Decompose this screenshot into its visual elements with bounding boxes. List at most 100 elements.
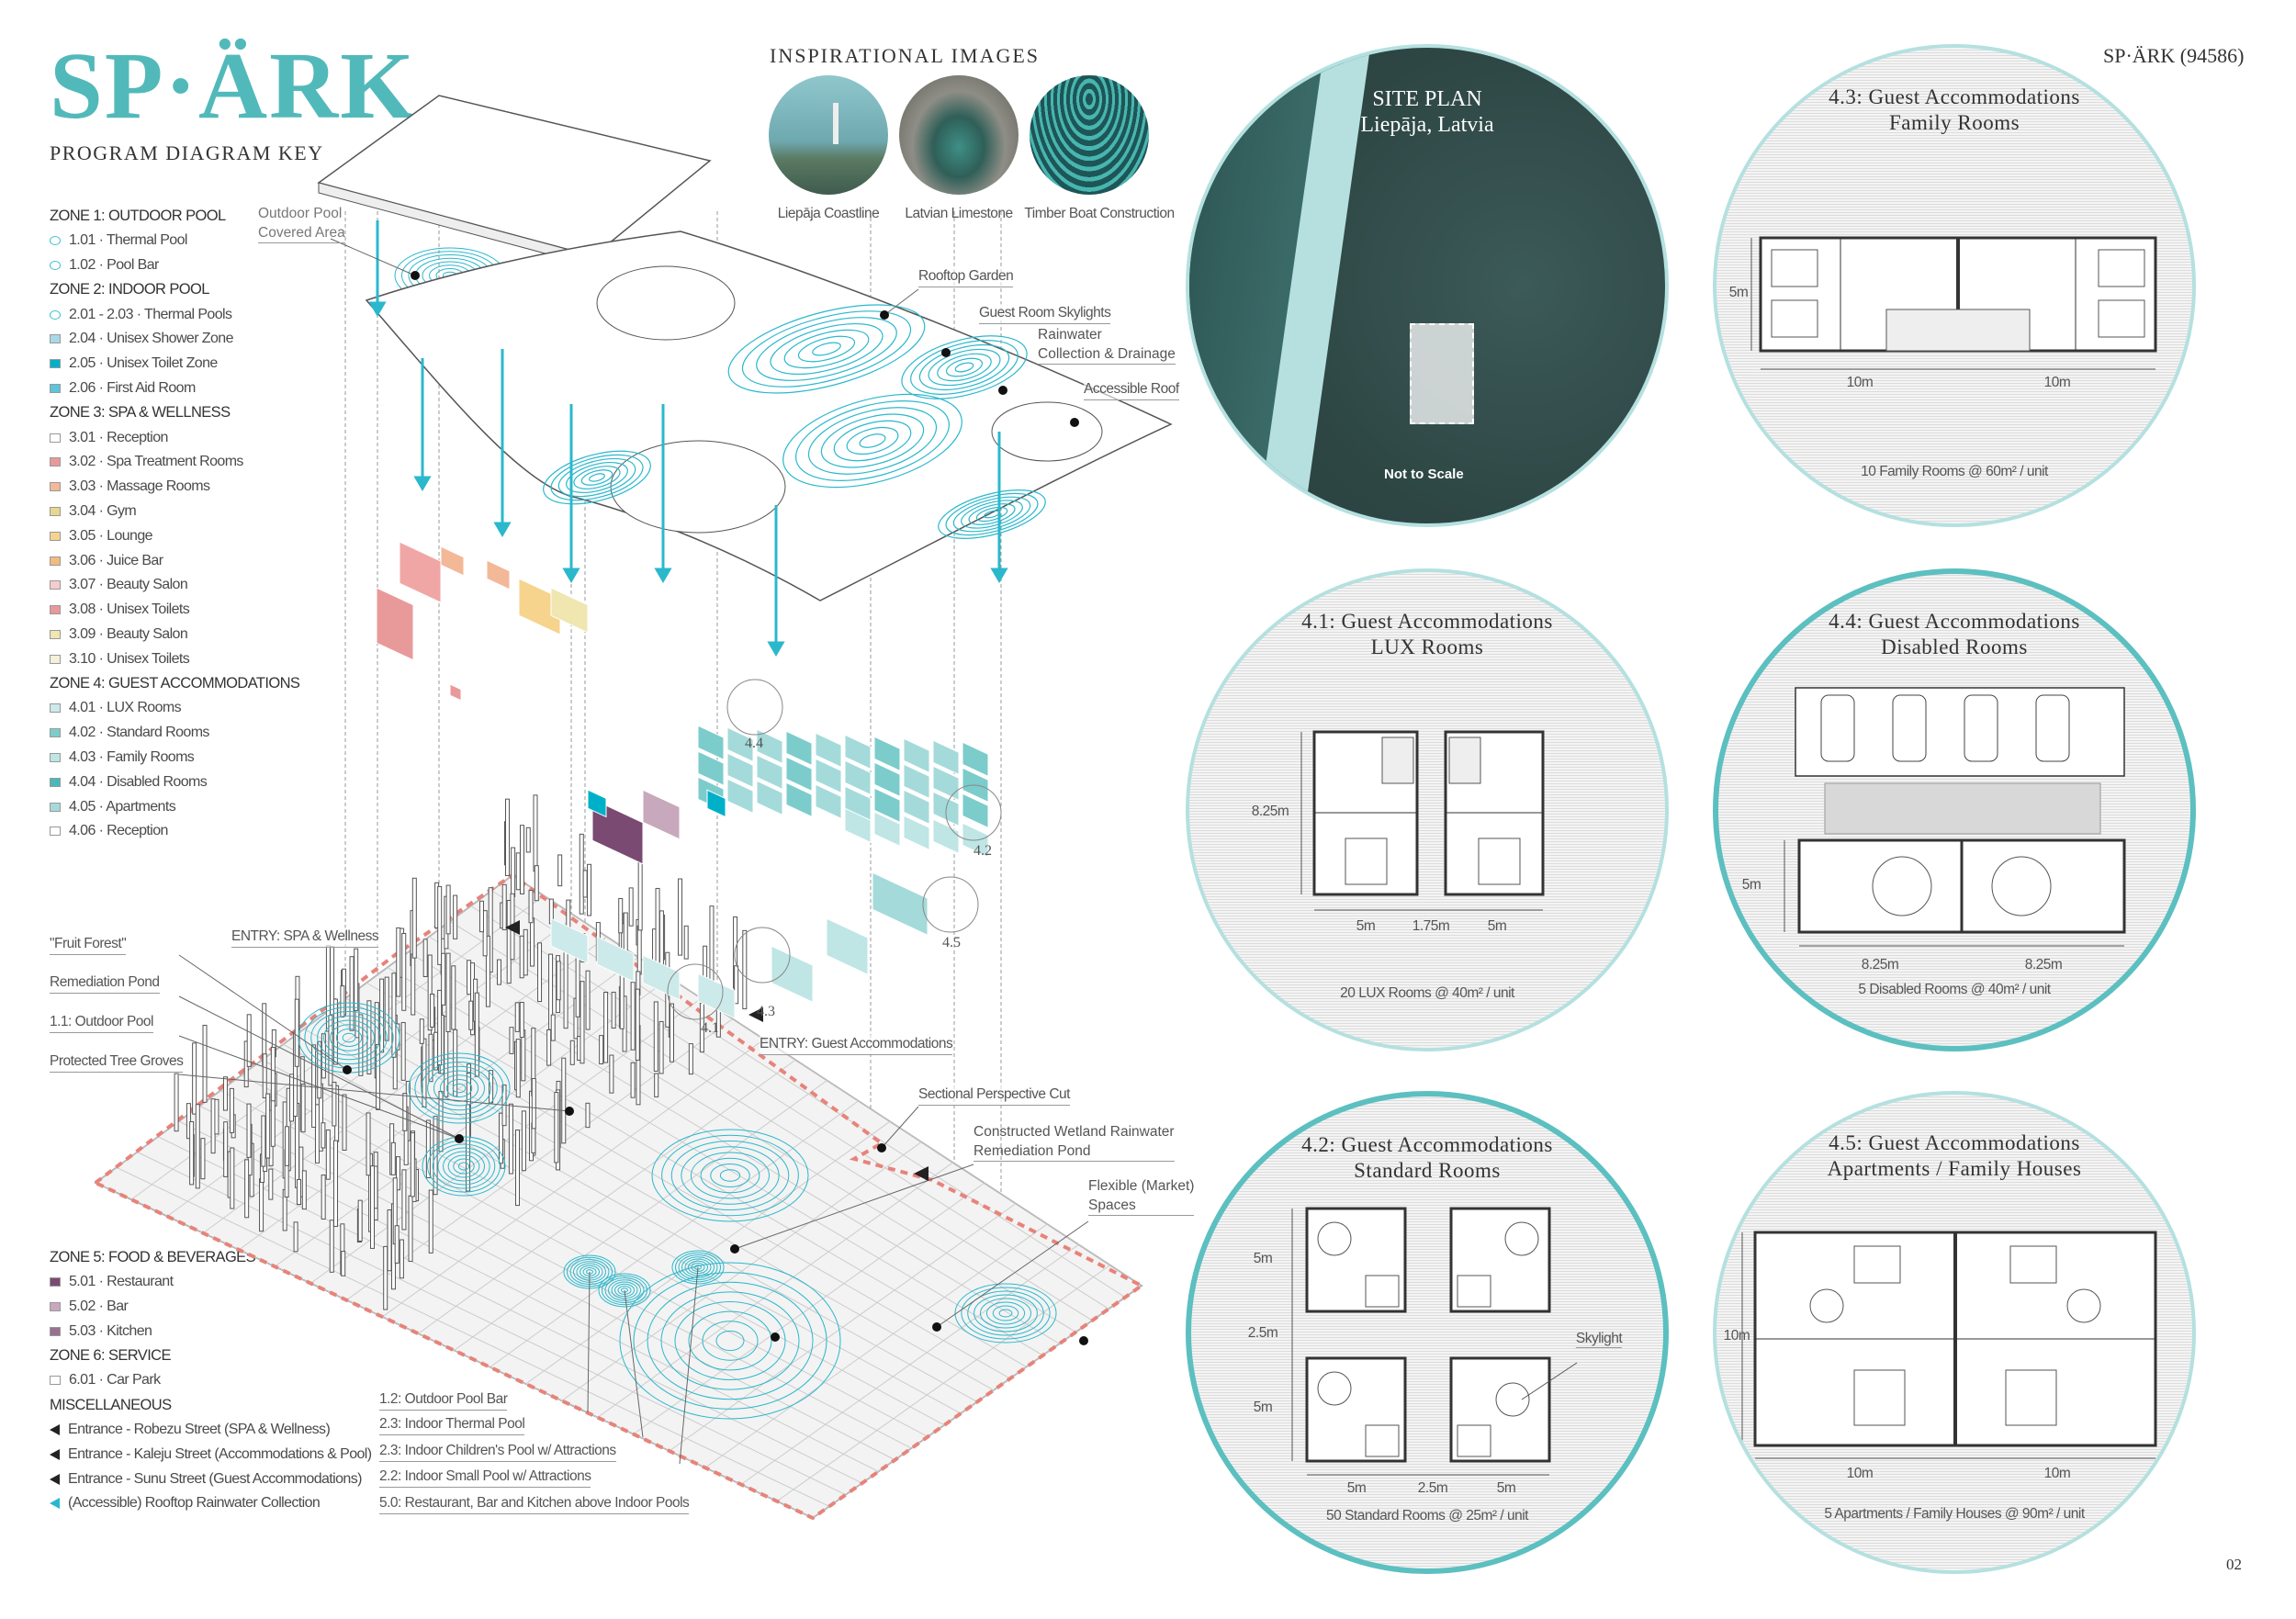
pool-contour (681, 1146, 780, 1205)
plan-caption: 5 Apartments / Family Houses @ 90m² / un… (1824, 1506, 2085, 1522)
grid-line (387, 967, 1043, 1356)
callout-dot (343, 1065, 352, 1074)
roof-contour (727, 304, 926, 394)
label-indoor-thermal: 2.3: Indoor Thermal Pool (379, 1415, 525, 1436)
tree-trunk (329, 1220, 334, 1273)
tree-trunk (317, 1040, 322, 1099)
legend-item: 4.01 · LUX Rooms (50, 696, 417, 721)
legend-item: 3.08 · Unisex Toilets (50, 598, 417, 623)
roof-contour (833, 420, 912, 462)
grid-line (454, 1080, 827, 1351)
roof-contour (741, 310, 912, 388)
tree-trunk (603, 991, 609, 1063)
roof-contour (573, 466, 621, 489)
tree-trunk (519, 825, 524, 894)
tree-trunk (321, 1122, 326, 1149)
roof-contour (937, 353, 992, 382)
roof-contour (756, 317, 897, 381)
plan-caption: 20 LUX Rooms @ 40m² / unit (1340, 985, 1514, 1001)
legend-item: (Accessible) Rooftop Rainwater Collectio… (50, 1491, 435, 1516)
label-small-pool: 2.2: Indoor Small Pool w/ Attractions (379, 1467, 591, 1489)
tree-trunk (580, 981, 585, 1064)
label-flexible-spaces: Flexible (Market) Spaces (1088, 1176, 1195, 1216)
grid-line (324, 1013, 995, 1391)
label-fruit-forest: "Fruit Forest" (50, 935, 127, 956)
program-block (726, 778, 754, 815)
program-block (844, 807, 872, 844)
tree-trunk (300, 1084, 306, 1133)
plan-subtitle: Apartments / Family Houses (1827, 1157, 2082, 1180)
tree-trunk (400, 1022, 406, 1081)
dimension-label: 10m (2043, 1466, 2071, 1481)
program-block (932, 818, 960, 855)
tree-trunk (531, 1078, 536, 1130)
callout-leader-line (679, 1266, 699, 1465)
roof-contour (566, 461, 628, 494)
roof-contour (797, 335, 856, 363)
marker-4-5: 4.5 (942, 935, 961, 950)
program-block (826, 917, 869, 975)
label-pool-bar: 1.2: Outdoor Pool Bar (379, 1390, 508, 1411)
plan-caption: 50 Standard Rooms @ 25m² / unit (1326, 1508, 1528, 1523)
tree-trunk (611, 991, 616, 1029)
program-block (726, 726, 754, 763)
legend-swatch-icon (50, 383, 61, 393)
dimension-label: 5m (1741, 877, 1761, 893)
legend-item: 2.04 · Unisex Shower Zone (50, 327, 417, 352)
pool-contour (670, 1141, 790, 1210)
pool-contour (614, 1283, 635, 1298)
tree-trunk (246, 1014, 252, 1067)
dimension-label: 8.25m (1251, 804, 1289, 819)
program-block (785, 781, 813, 818)
program-block (399, 541, 442, 603)
pool-contour (310, 1011, 388, 1064)
tree-trunk (508, 1103, 513, 1175)
roof-contour (910, 340, 1019, 395)
tree-trunk (284, 1126, 289, 1166)
legend-label: 3.04 · Gym (69, 502, 137, 519)
pool-contour (323, 1019, 375, 1056)
legend-label: 2.04 · Unisex Shower Zone (69, 331, 233, 347)
plan-title: 4.4: Guest Accommodations (1829, 610, 2080, 633)
pool-contour (985, 1301, 1026, 1325)
tree-trunk (195, 1104, 200, 1189)
legend-label: 1.02 · Pool Bar (69, 256, 159, 273)
pool-contour (329, 1024, 369, 1051)
legend-zone-heading: ZONE 1: OUTDOOR POOL (50, 204, 417, 229)
roof-contour (954, 362, 974, 373)
roof-contours (543, 304, 1046, 539)
program-block (697, 750, 725, 787)
apartment-floor-plan (1741, 1231, 2157, 1459)
tree-trunk (468, 1000, 474, 1030)
legend-zone-heading: MISCELLANEOUS (50, 1393, 435, 1418)
marker-circle (667, 963, 724, 1020)
program-block (844, 734, 872, 770)
tree-trunk (399, 1239, 404, 1279)
label-remediation-pond: Remediation Pond (50, 973, 160, 995)
tree-trunk (357, 1199, 363, 1242)
tree-trunk (340, 985, 345, 1017)
program-block (962, 793, 989, 829)
tree-trunk (383, 1245, 388, 1310)
tree-trunk (354, 948, 359, 1011)
marker-circle (734, 927, 791, 984)
program-block (440, 545, 465, 577)
legend-item: 3.05 · Lounge (50, 523, 417, 548)
legend-label: ZONE 4: GUEST ACCOMMODATIONS (50, 675, 300, 692)
roof-contour (918, 343, 1010, 391)
grid-line (669, 1203, 1017, 1452)
legend-swatch-icon (50, 1301, 61, 1311)
pool-contour (691, 1152, 770, 1199)
tree-trunk (688, 1043, 693, 1075)
program-block (962, 741, 989, 778)
legend-item: 5.02 · Bar (50, 1295, 435, 1320)
label-restaurant: 5.0: Restaurant, Bar and Kitchen above I… (379, 1494, 690, 1515)
program-blocks (376, 541, 989, 1019)
tree-trunk (523, 928, 528, 976)
inspiration-image-coastline (769, 75, 888, 195)
program-block (872, 871, 929, 937)
pool-contour (671, 1250, 725, 1285)
legend-zone-heading: ZONE 5: FOOD & BEVERAGES (50, 1245, 435, 1270)
tree-trunk (653, 1001, 658, 1072)
pool-contour (342, 1032, 356, 1043)
